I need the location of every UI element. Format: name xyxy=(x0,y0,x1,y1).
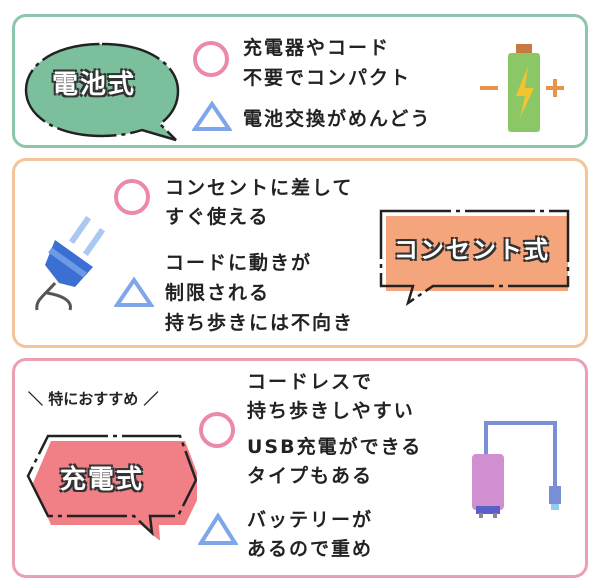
pro-circle-icon xyxy=(114,179,150,215)
battery-icon xyxy=(480,44,564,132)
con-triangle-icon xyxy=(192,100,232,131)
rechargeable-pro-1: コードレスで xyxy=(247,371,374,393)
pro-circle-icon xyxy=(199,412,235,448)
con-triangle-icon xyxy=(114,276,154,307)
battery-pro-2: 不要でコンパクト xyxy=(243,67,412,89)
outlet-pro-1: コンセントに差して xyxy=(165,177,354,199)
recommend-text: 特におすすめ xyxy=(48,390,139,408)
rechargeable-pro-4: タイプもある xyxy=(247,465,374,487)
rechargeable-pro-2: 持ち歩きしやすい xyxy=(247,400,415,422)
plug-icon xyxy=(35,215,106,311)
rechargeable-con-1: バッテリーが xyxy=(247,509,374,531)
outlet-label: コンセント式 xyxy=(394,236,550,264)
battery-label: 電池式 xyxy=(52,70,137,100)
outlet-con-1: コードに動きが xyxy=(165,252,313,274)
rechargeable-label: 充電式 xyxy=(60,465,145,495)
battery-speech-bubble xyxy=(24,42,180,142)
pro-circle-icon xyxy=(193,41,229,77)
outlet-con-2: 制限される xyxy=(165,282,271,304)
battery-pro-1: 充電器やコード xyxy=(243,37,391,59)
outlet-pro-2: すぐ使える xyxy=(165,206,270,228)
usb-charger-icon xyxy=(472,421,561,518)
outlet-con-3: 持ち歩きには不向き xyxy=(165,312,355,334)
rechargeable-con-2: あるので重め xyxy=(247,538,374,560)
rechargeable-hex-bubble xyxy=(26,434,197,540)
battery-con-1: 電池交換がめんどう xyxy=(243,108,432,130)
recommend-badge: ＼ 特におすすめ ／ xyxy=(28,390,159,408)
con-triangle-icon xyxy=(198,512,238,545)
rechargeable-pro-3: USB充電ができる xyxy=(247,436,423,458)
outlet-speech-box xyxy=(379,209,570,306)
